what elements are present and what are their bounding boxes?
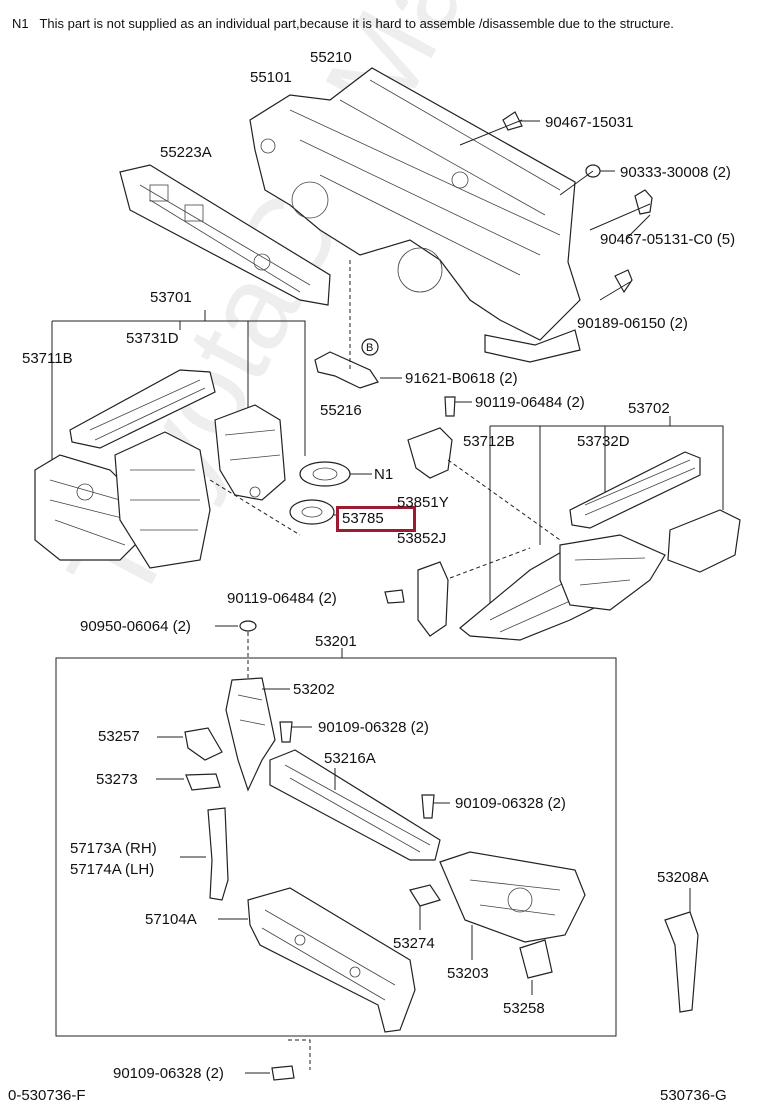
label-53701[interactable]: 53701 [150,289,192,306]
support-53216a [269,749,441,861]
label-53732d[interactable]: 53732D [577,433,630,450]
group-frame-53701 [51,320,306,470]
support-53202 [225,677,276,792]
label-53731d[interactable]: 53731D [126,330,179,347]
member-53731d [69,369,216,449]
seal-57173a [207,807,229,901]
label-90189-06150[interactable]: 90189-06150 (2) [577,315,688,332]
bracket-53274 [409,884,441,907]
clip-53273 [185,773,221,791]
seal-53785 [289,499,335,525]
label-90109-06328-b[interactable]: 90109-06328 (2) [455,795,566,812]
clip-90467-05131 [634,189,653,215]
label-53203[interactable]: 53203 [447,965,489,982]
label-57104a[interactable]: 57104A [145,911,197,928]
group-frame-53201 [55,657,617,1037]
label-91621-b0618[interactable]: 91621-B0618 (2) [405,370,518,387]
diagram-note: N1 This part is not supplied as an indiv… [12,16,674,31]
group-frame-53702 [489,425,724,618]
label-90333-30008[interactable]: 90333-30008 (2) [620,164,731,181]
bolt-90119-top [444,396,456,417]
support-57104a [247,887,416,1033]
label-90950-06064[interactable]: 90950-06064 (2) [80,618,191,635]
label-53785[interactable]: 53785 [342,510,384,527]
apron-53702-inner [559,534,666,611]
label-53208a[interactable]: 53208A [657,869,709,886]
label-90119-06484-mid[interactable]: 90119-06484 (2) [227,590,337,607]
dash-panel-55210 [249,67,581,363]
label-53216a[interactable]: 53216A [324,750,376,767]
label-53201[interactable]: 53201 [315,633,357,650]
bracket-55216 [314,351,379,389]
highlight-box-53785 [336,506,416,532]
label-53851y[interactable]: 53851Y [397,494,449,511]
bracket-53257 [184,727,223,761]
label-90119-06484-top[interactable]: 90119-06484 (2) [475,394,585,411]
label-57173a[interactable]: 57173A (RH) [70,840,157,857]
note-code: N1 [12,16,29,31]
bolt-90109-b [421,794,435,819]
label-53712b[interactable]: 53712B [463,433,515,450]
b-marker: B [366,342,374,354]
seal-n1 [299,461,351,487]
bolt-90109-c [271,1065,295,1081]
label-55216[interactable]: 55216 [320,402,362,419]
bracket-53852j [417,561,449,637]
label-53202[interactable]: 53202 [293,681,335,698]
insulator-55223a [119,164,331,306]
label-55223a[interactable]: 55223A [160,144,212,161]
label-55210[interactable]: 55210 [310,49,352,66]
bolt-90109-a [279,721,293,743]
grommet-90950 [239,620,257,632]
bracket-53851y [407,427,453,479]
apron-upper [214,404,286,501]
label-53257[interactable]: 53257 [98,728,140,745]
label-90467-05131[interactable]: 90467-05131-C0 (5) [600,231,736,248]
b-circle [361,338,379,356]
label-53852j[interactable]: 53852J [397,530,447,547]
label-55101[interactable]: 55101 [250,69,292,86]
bracket-53258 [519,939,553,979]
label-57174a[interactable]: 57174A (LH) [70,861,155,878]
member-53732d [569,451,701,529]
support-53203 [439,851,586,943]
bolt-90119-mid [384,589,405,604]
label-53702[interactable]: 53702 [628,400,670,417]
label-90467-15031[interactable]: 90467-15031 [545,114,634,131]
label-n1: N1 [374,466,394,483]
label-90109-06328-a[interactable]: 90109-06328 (2) [318,719,429,736]
footer-right-code: 530736-G [660,1087,727,1104]
seal-53208a [664,911,699,1013]
label-53273[interactable]: 53273 [96,771,138,788]
footer-left-code: 0-530736-F [8,1087,86,1104]
note-text: This part is not supplied as an individu… [39,16,674,31]
label-53711b[interactable]: 53711B [22,350,73,367]
apron-53701-inner [114,431,211,569]
bolt-90189 [614,269,633,294]
label-53274[interactable]: 53274 [393,935,435,952]
label-90109-06328-c[interactable]: 90109-06328 (2) [113,1065,224,1082]
label-53258[interactable]: 53258 [503,1000,545,1017]
apron-53702-outer [667,509,741,573]
